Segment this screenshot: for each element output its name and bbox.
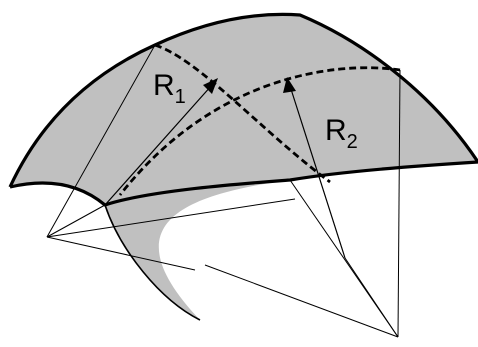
construction-line	[204, 264, 399, 338]
radius-r1-arrow	[104, 84, 213, 206]
radius-r1-label: R1	[153, 69, 186, 108]
radius-r2-arrowhead	[283, 77, 296, 93]
surface-front-edge	[9, 160, 478, 207]
construction-line	[397, 69, 401, 338]
radius-r2-subscript: 2	[347, 131, 358, 153]
radius-r2-arrow	[289, 85, 346, 259]
construction-line	[344, 257, 399, 338]
construction-line	[46, 236, 196, 271]
construction-line	[46, 204, 106, 238]
radius-r2-letter: R	[325, 114, 347, 147]
curved-surface	[10, 14, 478, 320]
radius-r1-arrowhead	[203, 78, 218, 94]
surface-left-lower-edge	[104, 204, 201, 321]
radius-r1-subscript: 1	[175, 86, 186, 108]
construction-line	[46, 44, 156, 238]
curvature-line-1	[154, 43, 331, 184]
radius-r2-label: R2	[325, 114, 358, 153]
radius-r1-letter: R	[153, 69, 175, 102]
curvature-line-2	[118, 66, 401, 196]
surface-top-edge	[8, 12, 478, 188]
construction-line	[46, 198, 296, 238]
